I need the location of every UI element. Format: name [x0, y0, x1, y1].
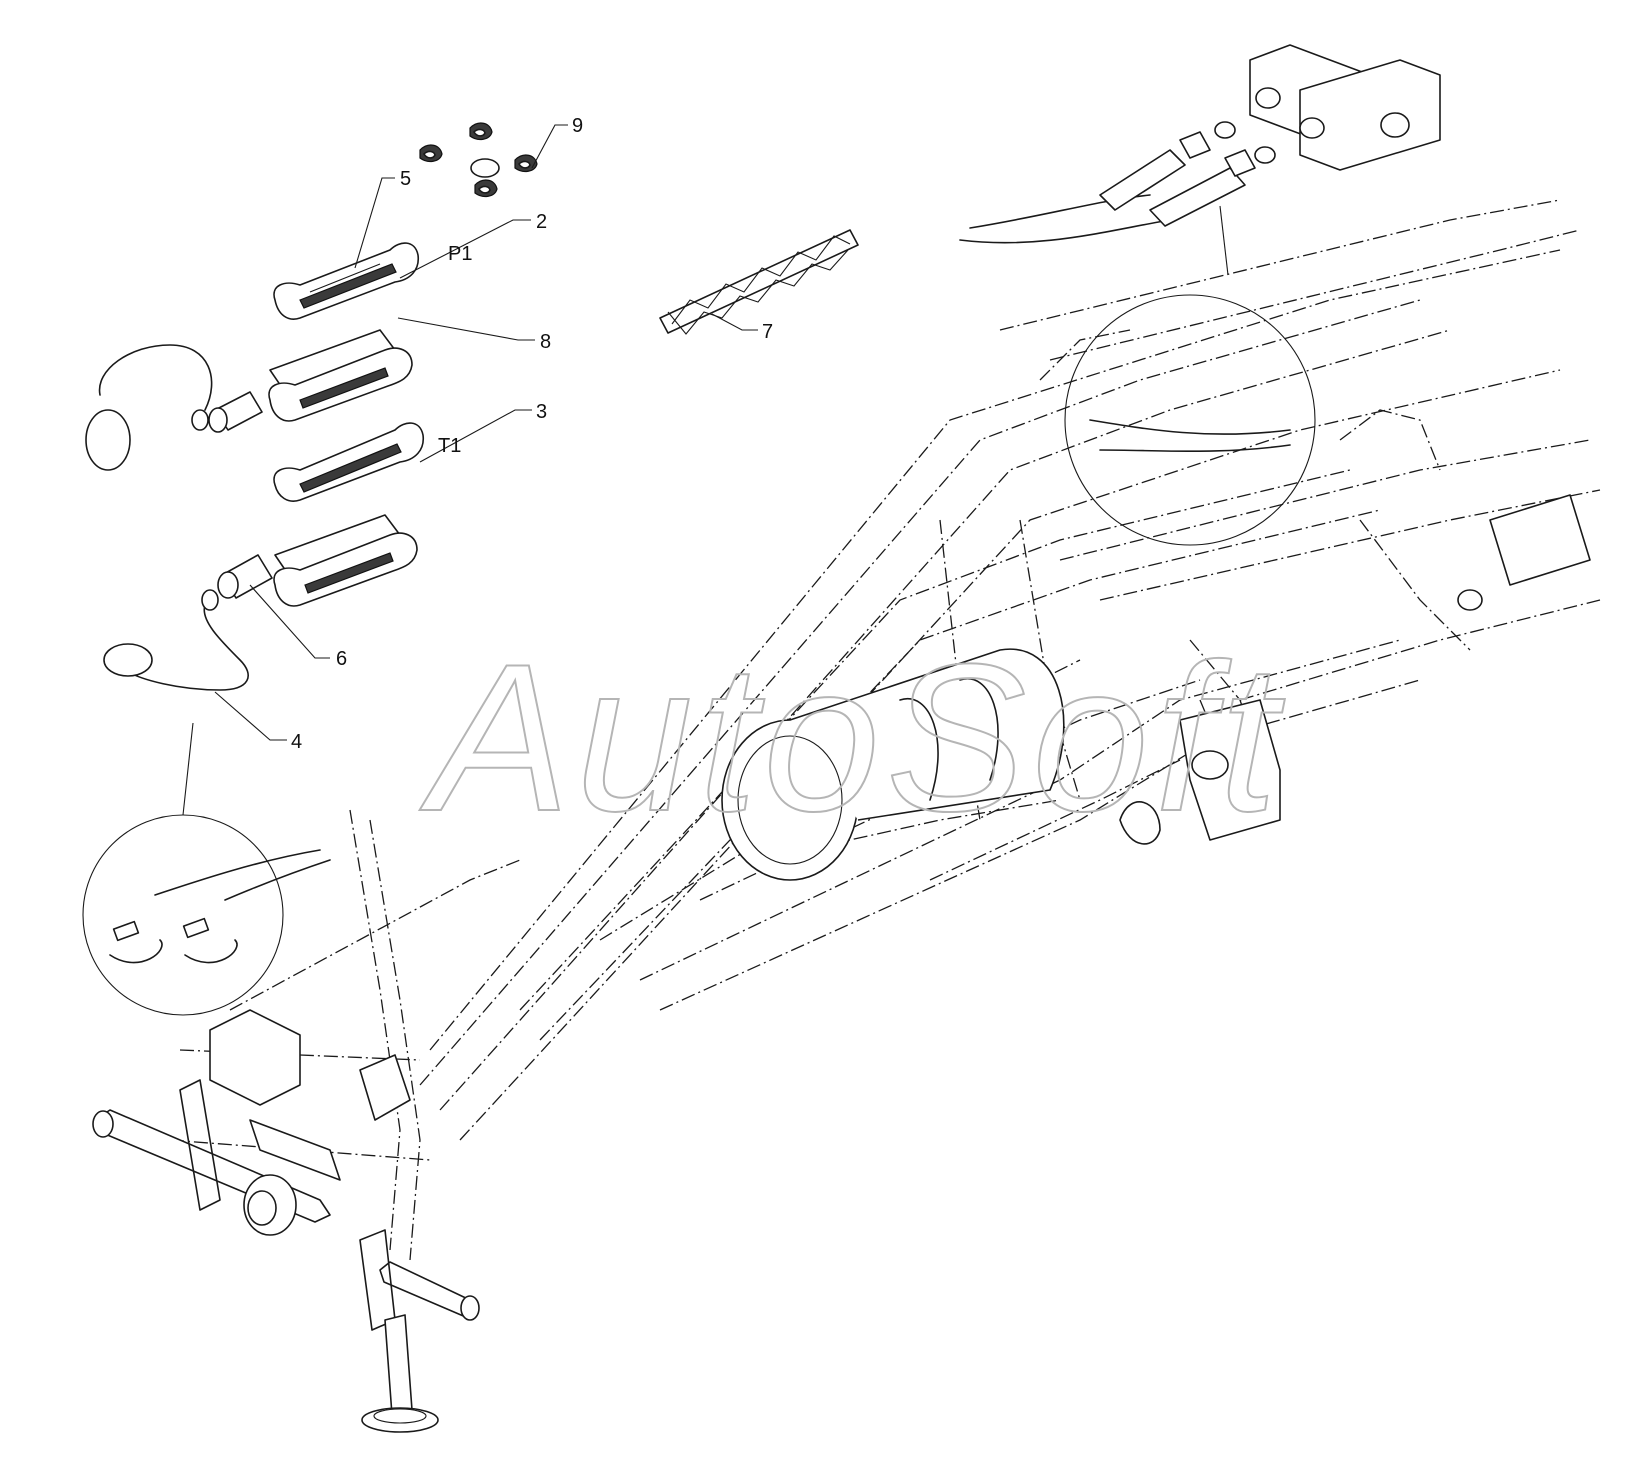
callout-5: 5 [400, 168, 411, 190]
coupler-sleeve-5 [273, 242, 420, 320]
coupler-t1-assembly [217, 514, 418, 607]
callout-9: 9 [572, 115, 583, 137]
callout-7: 7 [762, 321, 773, 343]
rear-hitch [1119, 494, 1591, 845]
callout-2: 2 [536, 211, 547, 233]
leader-lines [214, 124, 758, 741]
hydraulic-hoses [959, 121, 1276, 276]
callout-labels: 9 5 2 P1 8 3 T1 6 4 7 [291, 115, 773, 753]
watermark-text: AutoSoft [419, 620, 1285, 855]
callout-4: 4 [291, 731, 302, 753]
jack-stand [361, 1314, 439, 1433]
coupler-sleeve-3 [273, 422, 425, 502]
callout-t1: T1 [438, 435, 461, 457]
hydraulic-block [1249, 44, 1441, 171]
detail-circle-left [82, 722, 331, 1016]
clip-set-9 [419, 122, 538, 198]
cap-strap-t1 [103, 589, 249, 691]
callout-3: 3 [536, 401, 547, 423]
hitch-bracket [209, 1009, 411, 1181]
callout-p1: P1 [448, 243, 472, 265]
detail-circle-top [1064, 294, 1316, 546]
chassis-frame [169, 199, 1601, 1261]
mesh-sleeve-7 [659, 229, 859, 335]
callout-6: 6 [336, 648, 347, 670]
coupler-p1-assembly [208, 329, 413, 433]
water-tank [721, 648, 1065, 881]
cap-strap-p1 [85, 344, 213, 471]
axle-assembly [92, 1079, 480, 1331]
callout-8: 8 [540, 331, 551, 353]
